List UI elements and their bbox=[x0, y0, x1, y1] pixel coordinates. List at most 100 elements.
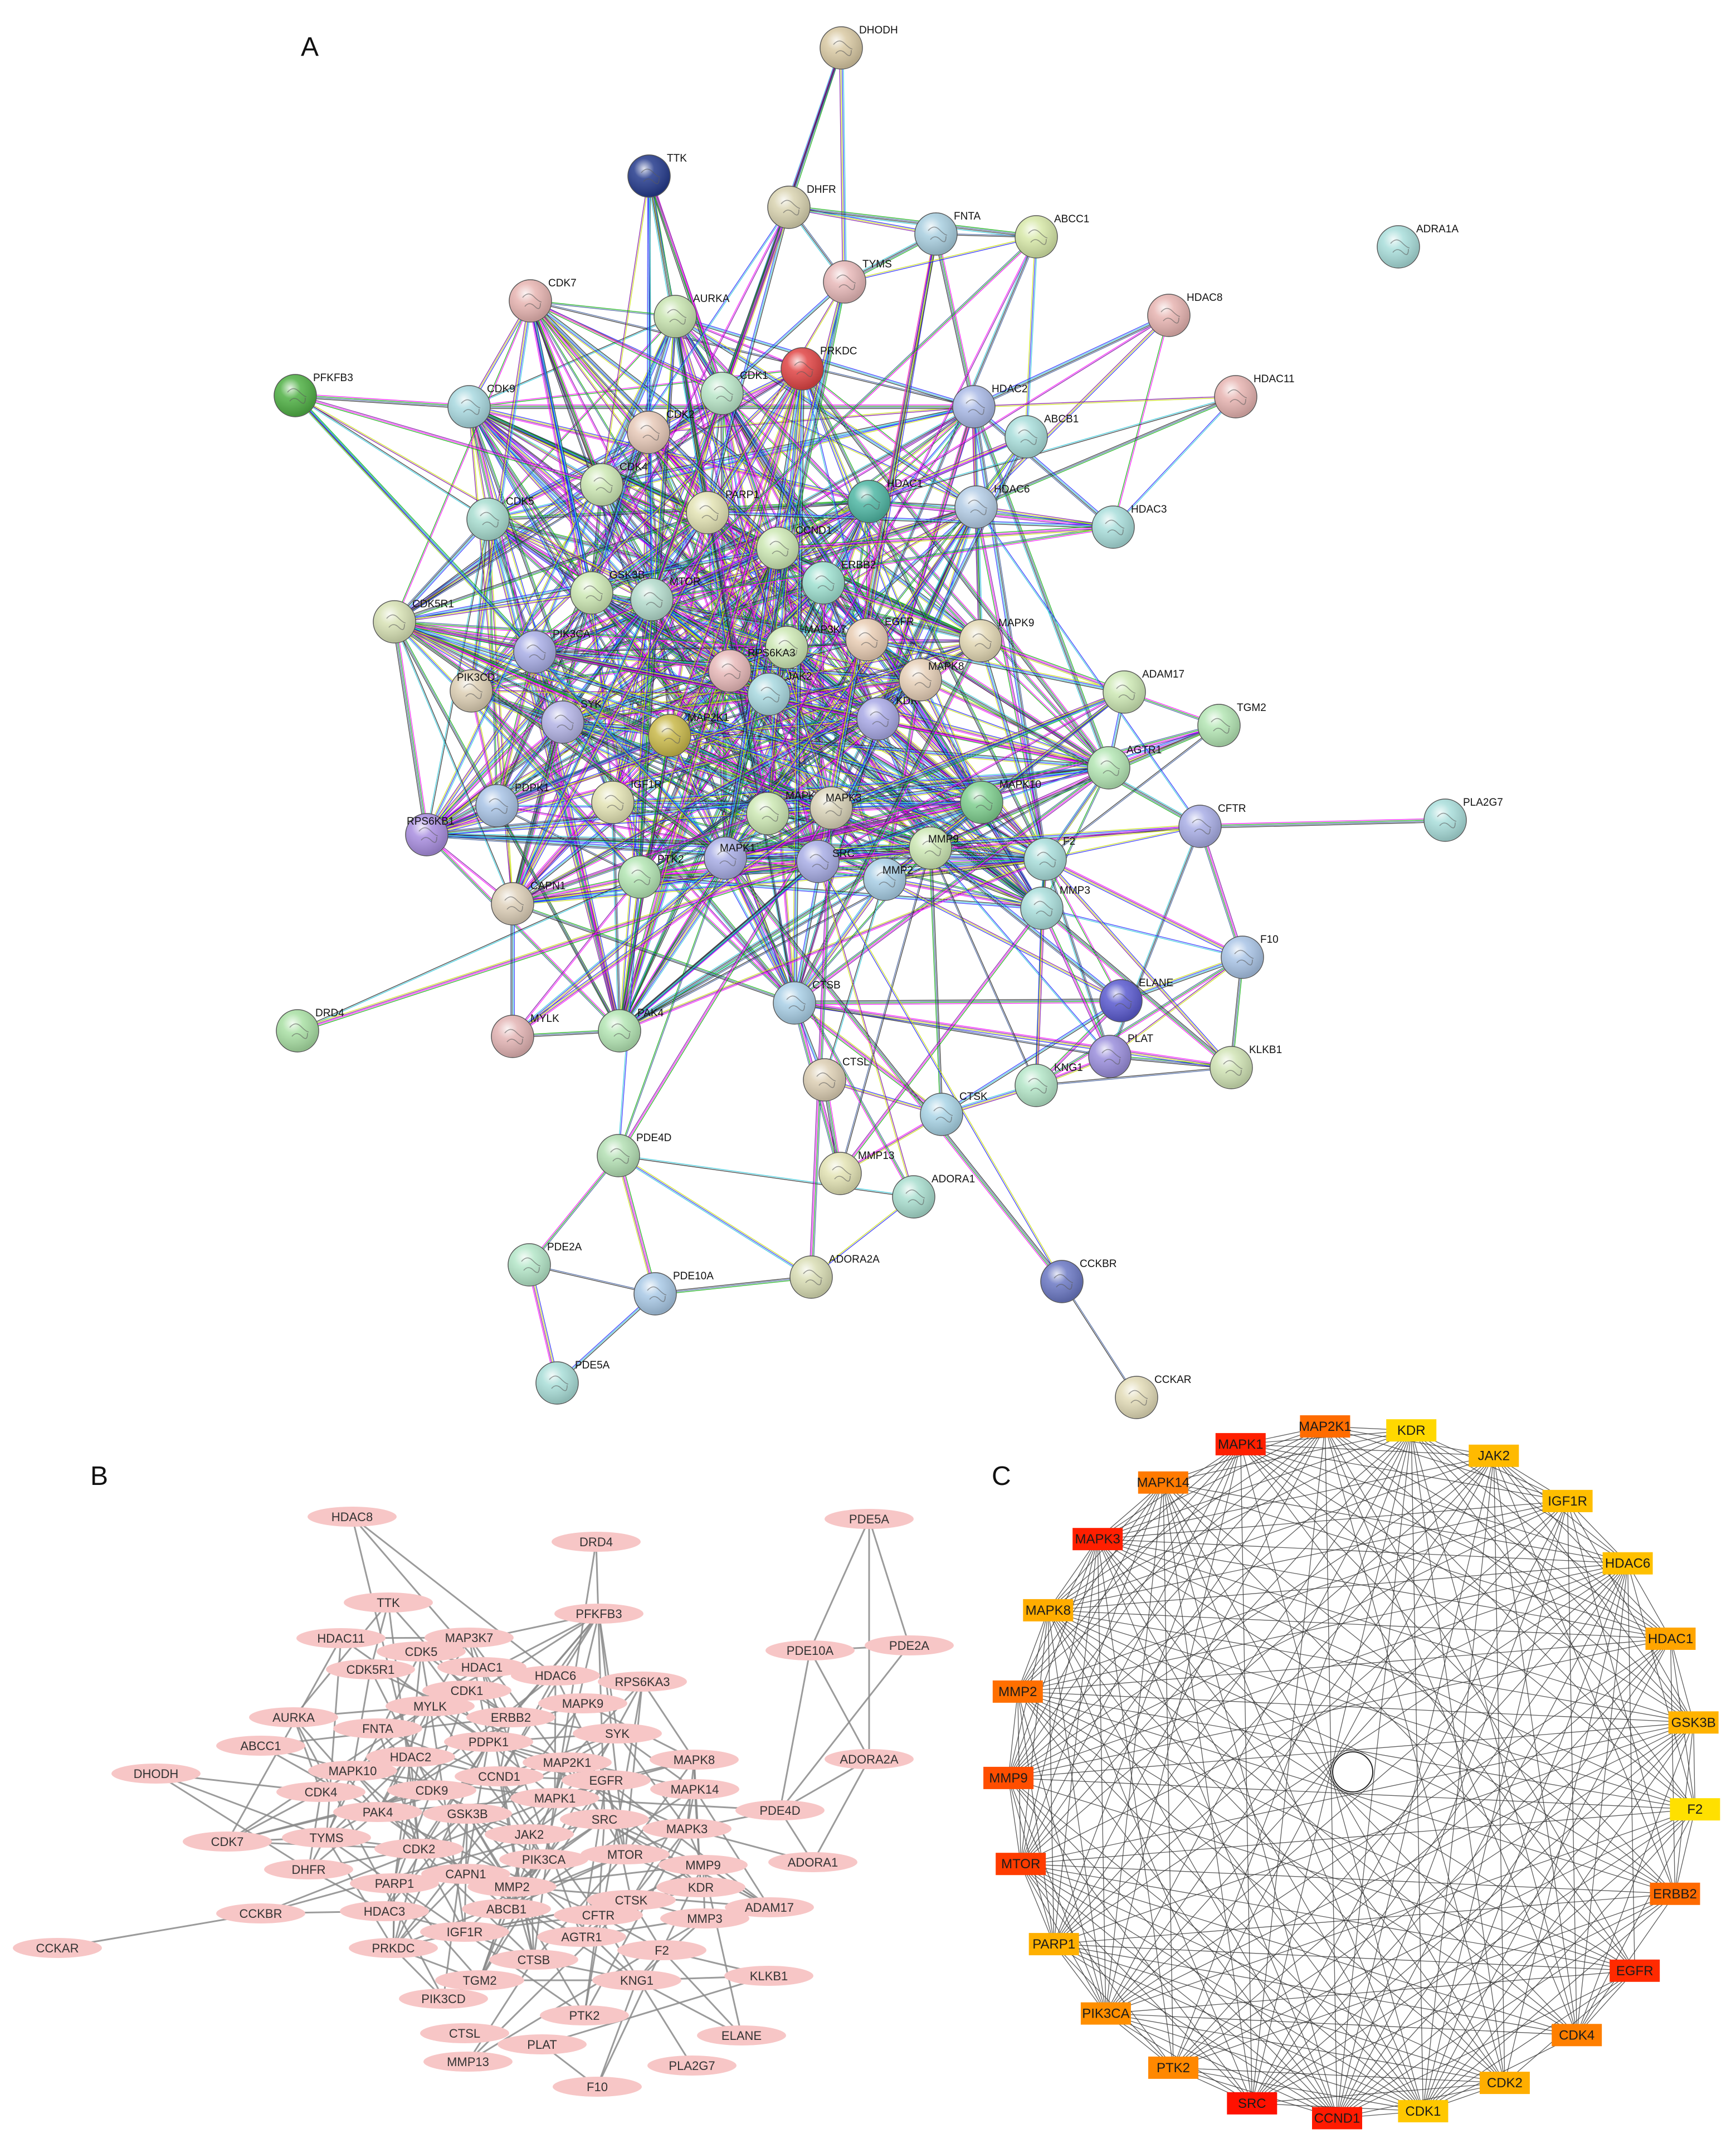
node-pde2a[interactable]: PDE2A bbox=[865, 1635, 954, 1655]
node-mmp2[interactable]: MMP2 bbox=[863, 858, 913, 901]
node-pde4d[interactable]: PDE4D bbox=[735, 1800, 825, 1820]
node-igf1r[interactable]: IGF1R bbox=[1542, 1489, 1593, 1512]
node-cdk5[interactable]: CDK5 bbox=[377, 1642, 466, 1662]
node-egfr[interactable]: EGFR bbox=[1610, 1959, 1660, 1982]
node-pde10a[interactable]: PDE10A bbox=[633, 1270, 714, 1316]
node-kdr[interactable]: KDR bbox=[1386, 1419, 1437, 1442]
node-adam17[interactable]: ADAM17 bbox=[725, 1897, 814, 1917]
node-mtor[interactable]: MTOR bbox=[630, 576, 701, 621]
node-src[interactable]: SRC bbox=[796, 840, 855, 883]
node-kng1[interactable]: KNG1 bbox=[592, 1970, 681, 1990]
node-rps6kb1[interactable]: RPS6KB1 bbox=[405, 813, 455, 856]
node-ptk2[interactable]: PTK2 bbox=[1148, 2056, 1198, 2079]
node-mmp9[interactable]: MMP9 bbox=[909, 826, 959, 870]
node-hdac2[interactable]: HDAC2 bbox=[952, 383, 1027, 428]
node-capn1[interactable]: CAPN1 bbox=[491, 880, 565, 926]
node-cftr[interactable]: CFTR bbox=[1178, 803, 1246, 848]
node-ptk2[interactable]: PTK2 bbox=[540, 2005, 629, 2025]
node-cckbr[interactable]: CCKBR bbox=[1040, 1258, 1117, 1303]
node-pik3ca[interactable]: PIK3CA bbox=[1080, 2002, 1131, 2025]
node-mmp9[interactable]: MMP9 bbox=[659, 1855, 748, 1875]
node-gsk3b[interactable]: GSK3B bbox=[423, 1804, 512, 1824]
node-pfkfb3[interactable]: PFKFB3 bbox=[554, 1604, 643, 1624]
node-mmp9[interactable]: MMP9 bbox=[983, 1766, 1034, 1789]
node-syk[interactable]: SYK bbox=[541, 699, 602, 744]
node-ptk2[interactable]: PTK2 bbox=[618, 854, 684, 899]
node-jak2[interactable]: JAK2 bbox=[485, 1824, 574, 1844]
node-adora2a[interactable]: ADORA2A bbox=[825, 1749, 914, 1769]
node-ttk[interactable]: TTK bbox=[627, 153, 687, 198]
node-klkb1[interactable]: KLKB1 bbox=[724, 1966, 813, 1986]
node-agtr1[interactable]: AGTR1 bbox=[1087, 744, 1162, 790]
node-hdac2[interactable]: HDAC2 bbox=[366, 1747, 455, 1767]
node-mapk9[interactable]: MAPK9 bbox=[538, 1693, 627, 1713]
node-ccnd1[interactable]: CCND1 bbox=[756, 525, 832, 570]
node-map2k1[interactable]: MAP2K1 bbox=[1299, 1415, 1352, 1438]
node-dhfr[interactable]: DHFR bbox=[264, 1859, 353, 1879]
node-aurka[interactable]: AURKA bbox=[249, 1707, 338, 1727]
node-kdr[interactable]: KDR bbox=[656, 1877, 745, 1897]
node-cckbr[interactable]: CCKBR bbox=[216, 1903, 305, 1923]
node-mtor[interactable]: MTOR bbox=[996, 1853, 1046, 1876]
node-mmp3[interactable]: MMP3 bbox=[1020, 885, 1090, 930]
node-mylk[interactable]: MYLK bbox=[386, 1696, 475, 1716]
node-agtr1[interactable]: AGTR1 bbox=[537, 1927, 626, 1947]
node-pdpk1[interactable]: PDPK1 bbox=[444, 1732, 533, 1752]
node-jak2[interactable]: JAK2 bbox=[747, 671, 812, 716]
node-hdac6[interactable]: HDAC6 bbox=[954, 484, 1030, 529]
node-hdac1[interactable]: HDAC1 bbox=[847, 478, 923, 523]
node-f10[interactable]: F10 bbox=[1221, 934, 1279, 979]
node-pik3cd[interactable]: PIK3CD bbox=[399, 1989, 488, 2009]
node-parp1[interactable]: PARP1 bbox=[350, 1873, 439, 1893]
node-elane[interactable]: ELANE bbox=[1099, 977, 1173, 1022]
node-fnta[interactable]: FNTA bbox=[333, 1718, 422, 1738]
node-cdk9[interactable]: CDK9 bbox=[447, 383, 515, 428]
node-mmp3[interactable]: MMP3 bbox=[660, 1908, 749, 1928]
node-adam17[interactable]: ADAM17 bbox=[1103, 669, 1184, 714]
node-cdk4[interactable]: CDK4 bbox=[276, 1782, 365, 1802]
node-cdk7[interactable]: CDK7 bbox=[509, 277, 577, 323]
node-pde5a[interactable]: PDE5A bbox=[535, 1360, 610, 1405]
node-ctsb[interactable]: CTSB bbox=[489, 1950, 578, 1970]
node-pik3ca[interactable]: PIK3CA bbox=[513, 629, 591, 674]
node-mmp2[interactable]: MMP2 bbox=[467, 1877, 557, 1897]
node-erbb2[interactable]: ERBB2 bbox=[466, 1707, 555, 1727]
node-f2[interactable]: F2 bbox=[1670, 1798, 1720, 1821]
node-syk[interactable]: SYK bbox=[573, 1723, 662, 1743]
node-hdac11[interactable]: HDAC11 bbox=[296, 1628, 386, 1648]
node-hdac8[interactable]: HDAC8 bbox=[308, 1507, 397, 1527]
node-hdac1[interactable]: HDAC1 bbox=[1645, 1628, 1696, 1650]
node-egfr[interactable]: EGFR bbox=[562, 1770, 651, 1790]
node-pik3cd[interactable]: PIK3CD bbox=[450, 669, 495, 713]
node-hdac11[interactable]: HDAC11 bbox=[1214, 373, 1295, 418]
node-mapk3[interactable]: MAPK3 bbox=[810, 786, 861, 830]
node-pde4d[interactable]: PDE4D bbox=[597, 1132, 671, 1177]
node-pfkfb3[interactable]: PFKFB3 bbox=[274, 372, 353, 417]
node-mapk14[interactable]: MAPK14 bbox=[650, 1779, 739, 1799]
node-cdk1[interactable]: CDK1 bbox=[700, 370, 768, 415]
node-erbb2[interactable]: ERBB2 bbox=[802, 559, 876, 605]
node-cdk2[interactable]: CDK2 bbox=[627, 409, 695, 454]
node-map2k1[interactable]: MAP2K1 bbox=[523, 1752, 612, 1772]
node-egfr[interactable]: EGFR bbox=[845, 616, 914, 661]
node-mapk8[interactable]: MAPK8 bbox=[899, 658, 964, 702]
node-mapk1[interactable]: MAPK1 bbox=[510, 1788, 599, 1808]
node-ctsl[interactable]: CTSL bbox=[420, 2023, 509, 2043]
node-cdk9[interactable]: CDK9 bbox=[387, 1780, 476, 1800]
node-cckar[interactable]: CCKAR bbox=[13, 1938, 102, 1958]
node-ctsl[interactable]: CTSL bbox=[803, 1056, 870, 1102]
node-plat[interactable]: PLAT bbox=[1088, 1033, 1154, 1078]
node-cdk2[interactable]: CDK2 bbox=[374, 1839, 464, 1859]
node-src[interactable]: SRC bbox=[560, 1809, 649, 1829]
node-dhodh[interactable]: DHODH bbox=[820, 25, 898, 70]
node-pde5a[interactable]: PDE5A bbox=[825, 1509, 914, 1529]
node-hdac3[interactable]: HDAC3 bbox=[1091, 504, 1167, 549]
node-mtor[interactable]: MTOR bbox=[581, 1844, 670, 1864]
node-elane[interactable]: ELANE bbox=[697, 2025, 786, 2045]
node-mmp2[interactable]: MMP2 bbox=[992, 1680, 1043, 1703]
node-kng1[interactable]: KNG1 bbox=[1015, 1062, 1083, 1107]
node-map3k7[interactable]: MAP3K7 bbox=[425, 1628, 514, 1648]
node-igf1r[interactable]: IGF1R bbox=[591, 779, 662, 824]
node-ctsb[interactable]: CTSB bbox=[773, 980, 841, 1025]
node-mapk3[interactable]: MAPK3 bbox=[1072, 1528, 1123, 1551]
